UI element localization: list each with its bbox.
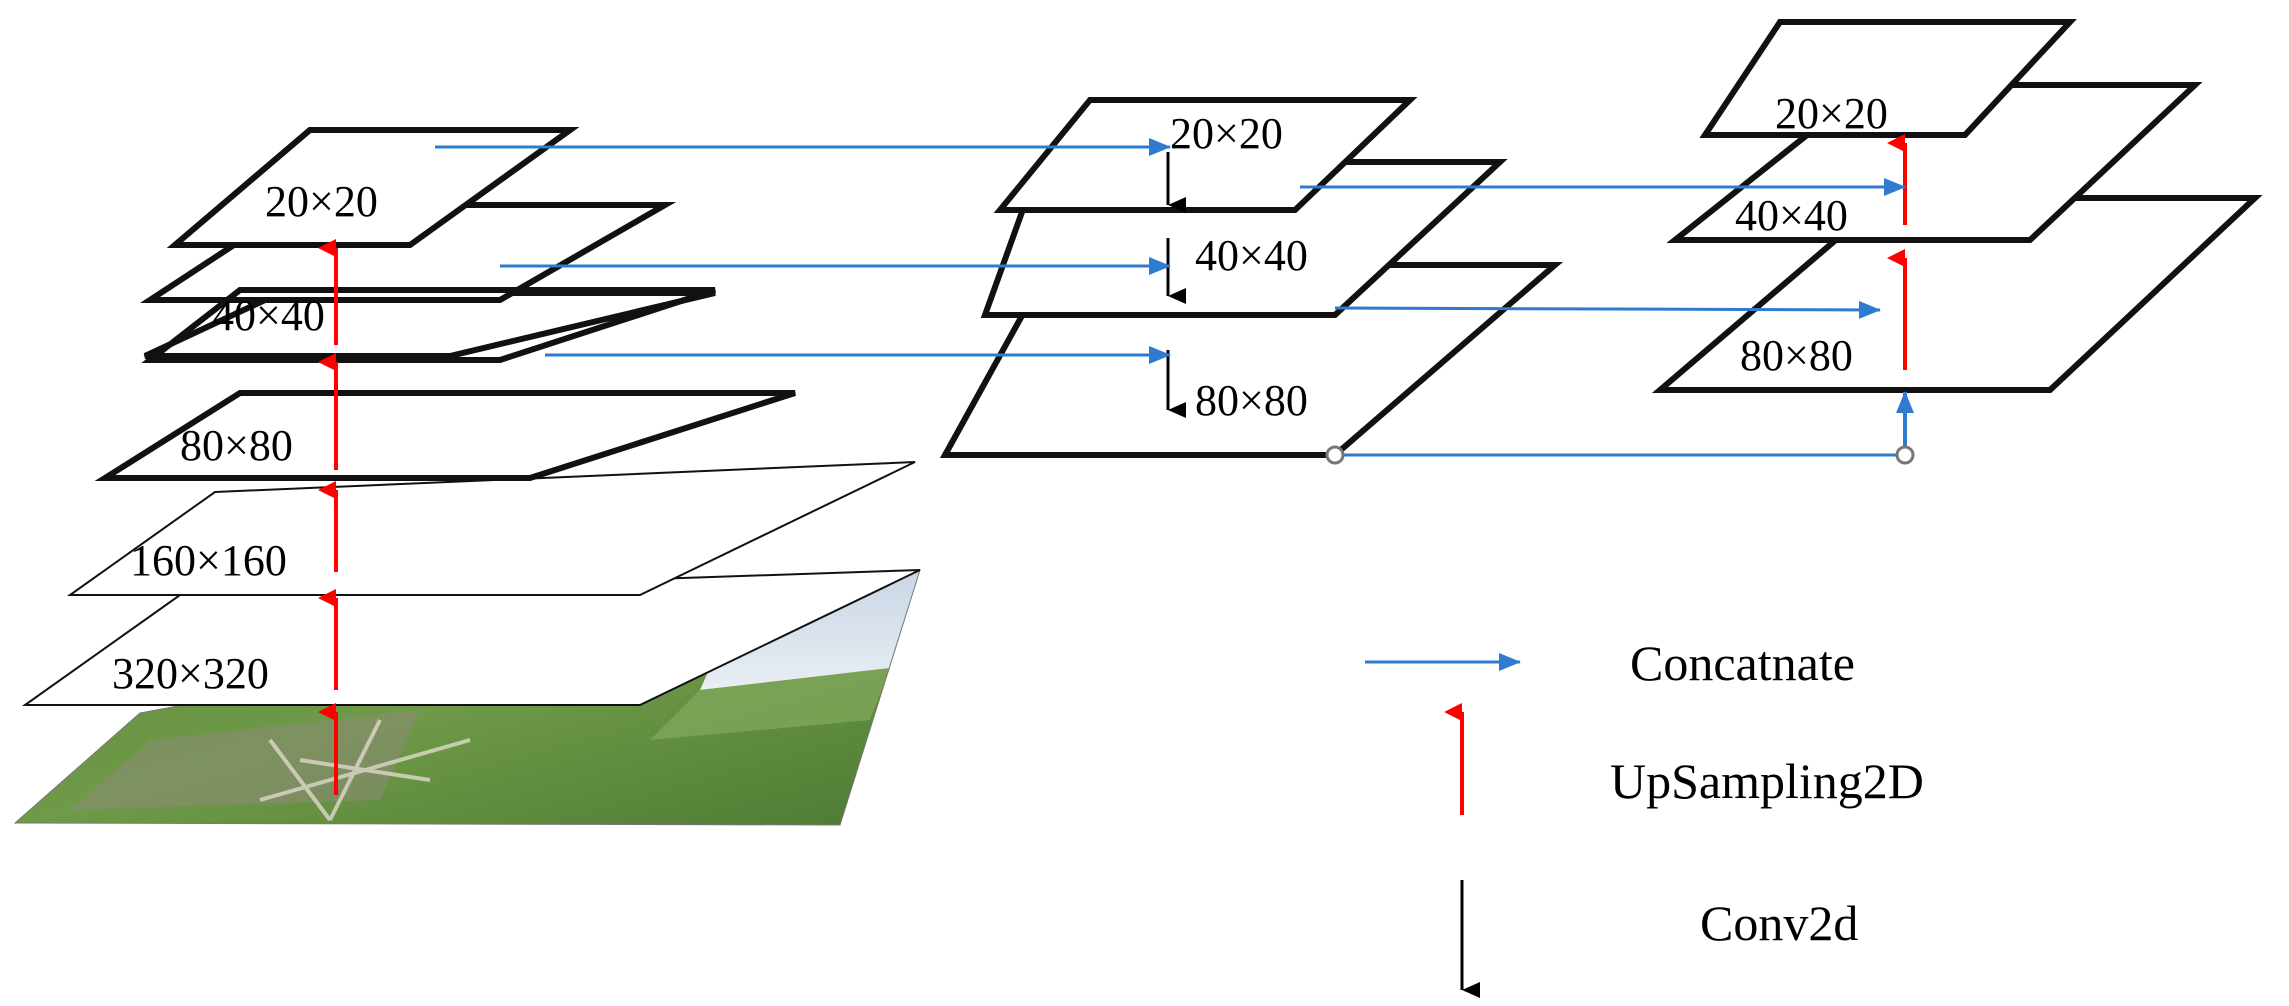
plane-160 [66, 461, 916, 596]
left-label-320: 320×320 [112, 649, 269, 698]
left-column: 20×20 40×40 80×80 160×160 320×320 [13, 127, 921, 826]
right-label-80: 80×80 [1740, 331, 1853, 380]
left-label-80: 80×80 [180, 421, 293, 470]
mid-plane-20 [993, 97, 1418, 213]
legend-upsample-label: UpSampling2D [1610, 753, 1924, 809]
right-plane-80 [1651, 195, 2263, 393]
mid-label-40: 40×40 [1195, 231, 1308, 280]
right-column: 20×20 40×40 80×80 [1651, 19, 2263, 455]
mid-label-80: 80×80 [1195, 376, 1308, 425]
junction-node-left [1325, 445, 1345, 465]
legend-conv-label: Conv2d [1700, 895, 1858, 951]
middle-column: 20×20 40×40 80×80 [939, 97, 1564, 458]
concat-arrows [435, 138, 1906, 457]
right-label-40: 40×40 [1735, 191, 1848, 240]
junction-node-right [1895, 445, 1915, 465]
left-label-160: 160×160 [130, 536, 287, 585]
plane-80 [94, 390, 796, 481]
left-label-20: 20×20 [265, 177, 378, 226]
mid-label-20: 20×20 [1170, 109, 1283, 158]
legend: Concatnate UpSampling2D Conv2d [1365, 635, 1924, 998]
left-label-40: 40×40 [212, 291, 325, 340]
right-label-20: 20×20 [1775, 89, 1888, 138]
legend-concat-label: Concatnate [1630, 635, 1855, 691]
right-plane-20 [1699, 19, 2077, 138]
